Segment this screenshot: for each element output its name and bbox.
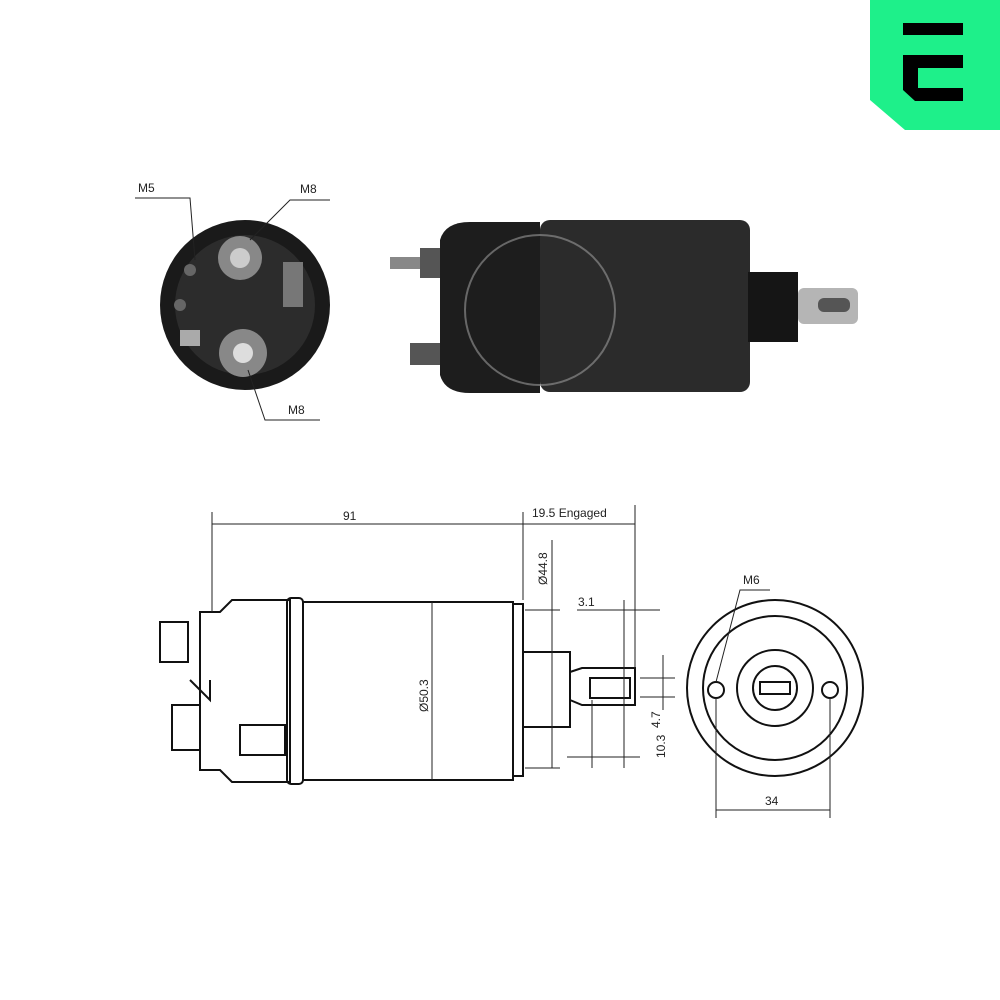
front-view-drawing (686, 589, 864, 818)
dim-mount-spacing: 34 (765, 794, 779, 808)
dim-flange-diameter: Ø44.8 (536, 552, 550, 585)
brand-logo (870, 0, 1000, 130)
dim-stroke: 19.5 Engaged (532, 506, 607, 520)
label-m6: M6 (743, 573, 760, 587)
label-m5: M5 (138, 181, 155, 195)
dimension-lines (211, 505, 675, 780)
dim-body-diameter: Ø50.3 (417, 679, 431, 712)
dim-eye-width: 4.7 (649, 711, 663, 728)
solenoid-side-photo (390, 220, 858, 393)
end-photo-callouts (135, 197, 330, 421)
terminal-end-photo (160, 220, 330, 390)
label-m8-top: M8 (300, 182, 317, 196)
side-view-drawing (159, 597, 636, 785)
dim-plunger-length: 10.3 (654, 734, 668, 758)
dim-eye-offset: 3.1 (578, 595, 595, 609)
label-m8-bottom: M8 (288, 403, 305, 417)
dim-length: 91 (343, 509, 357, 523)
